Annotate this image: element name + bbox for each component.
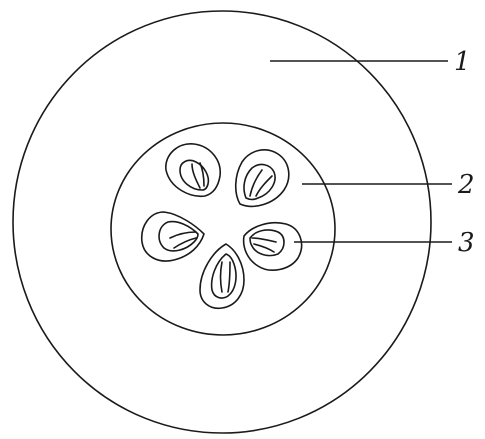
outer-circle xyxy=(13,11,431,433)
bundle-left xyxy=(142,212,204,261)
label-1: 1 xyxy=(454,47,471,77)
bundle-bottom xyxy=(200,244,244,308)
label-2: 2 xyxy=(457,170,475,200)
bundle-right xyxy=(244,223,302,270)
bundle-top-right xyxy=(236,150,289,206)
label-3: 3 xyxy=(458,228,475,258)
inner-circle xyxy=(111,123,335,335)
bundle-top-left xyxy=(166,144,220,196)
